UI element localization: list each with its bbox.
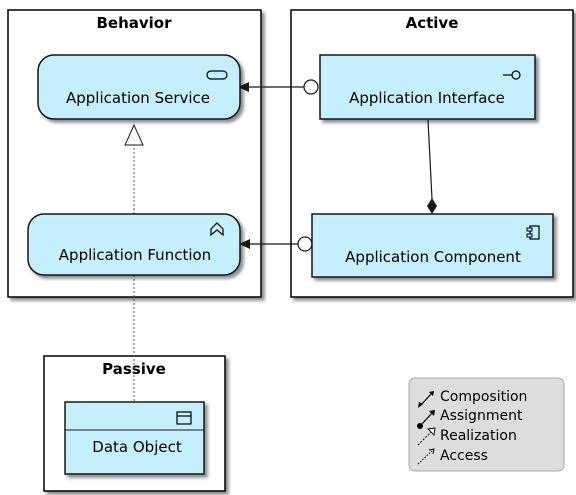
- node-application-function[interactable]: Application Function: [27, 213, 241, 276]
- legend-item-assignment: Assignment: [417, 408, 523, 429]
- node-application-interface[interactable]: Application Interface: [319, 54, 536, 120]
- composition-icon: [418, 391, 434, 408]
- legend: Composition Assignment Realization: [408, 377, 565, 472]
- package-active-title: Active: [406, 14, 459, 32]
- composition-component-interface[interactable]: [427, 119, 437, 214]
- legend-label-composition: Composition: [440, 389, 527, 405]
- legend-item-realization: Realization: [417, 427, 517, 446]
- legend-item-access: Access: [417, 448, 488, 465]
- legend-item-composition: Composition: [418, 389, 527, 408]
- node-application-service[interactable]: Application Service: [37, 54, 241, 120]
- node-data-object-label: Data Object: [92, 438, 182, 456]
- function-icon: [210, 222, 224, 237]
- realization-icon: [417, 427, 436, 446]
- node-application-component[interactable]: Application Component: [311, 213, 554, 278]
- component-icon: [526, 225, 540, 240]
- interface-icon: [503, 70, 521, 80]
- service-icon: [206, 70, 228, 80]
- node-application-component-label: Application Component: [345, 248, 521, 266]
- legend-label-realization: Realization: [440, 428, 517, 444]
- access-icon: [417, 448, 435, 465]
- package-behavior-title: Behavior: [96, 14, 172, 32]
- assignment-icon: [417, 410, 435, 429]
- node-application-service-label: Application Service: [66, 89, 210, 107]
- node-application-function-label: Application Function: [59, 246, 211, 264]
- legend-label-access: Access: [440, 448, 488, 464]
- data-object-icon: [176, 411, 192, 425]
- node-application-interface-label: Application Interface: [349, 89, 505, 107]
- relation-component-to-function[interactable]: [239, 236, 313, 252]
- legend-label-assignment: Assignment: [440, 408, 523, 424]
- realization-function-to-service[interactable]: [124, 123, 144, 214]
- relation-interface-to-service[interactable]: [238, 79, 319, 95]
- node-data-object[interactable]: Data Object: [64, 401, 205, 475]
